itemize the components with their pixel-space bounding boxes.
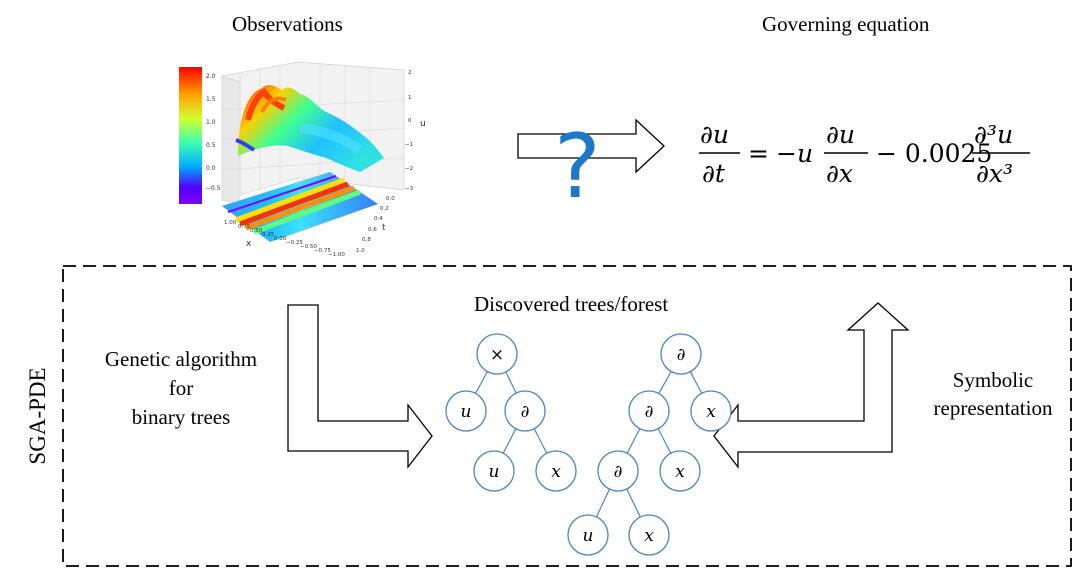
eq-t2-numerator: ∂u [826,120,855,149]
observation-plot: 2.0 1.5 1.0 0.5 0.0 −0.5 [179,61,426,258]
tree2-llr-label: x [644,526,654,546]
u-tick: −3 [405,186,414,192]
colorbar [179,67,202,204]
tree2-left-node [628,390,670,432]
tree2-lll-label: u [583,526,594,546]
eq-t3-denominator: ∂x³ [976,159,1013,188]
governing-equation-title: Governing equation [762,12,930,36]
t-tick: 0.0 [386,196,395,202]
x-tick: −0.75 [314,248,331,254]
u-tick: 2 [408,70,412,76]
x-tick: −0.25 [286,240,303,246]
tree2-left-label: ∂ [645,402,654,422]
eq-equals: = [748,139,769,168]
tree1-left-node [445,390,487,432]
colorbar-tick: −0.5 [206,185,221,192]
tree1-rl-node [473,450,515,492]
t-tick: 0.4 [374,216,383,222]
colorbar-tick: 0.0 [206,165,216,172]
axis-u-label: u [420,119,426,129]
x-tick: 0.00 [274,236,287,242]
t-tick: 0.2 [380,206,389,212]
left-label-line-3: binary trees [131,405,231,429]
axis-x-label: x [246,239,252,249]
tree1-right-label: ∂ [521,402,530,422]
tree2-root-label: ∂ [677,345,686,365]
u-tick: 1 [408,95,412,101]
eq-lhs-numerator: ∂u [700,120,729,149]
left-label-line-1: Genetic algorithm [104,347,258,371]
tree1-rr-node [535,450,577,492]
tree2-right-label: x [706,402,716,422]
sga-pde-label: SGA-PDE [25,367,50,464]
colorbar-tick: 0.5 [206,142,216,149]
tree2-lr-label: x [675,462,685,482]
x-tick: 1.00 [224,220,237,226]
tree2-lll-node [567,514,609,556]
right-label: Symbolic representation [918,366,1068,422]
x-tick: −1.00 [328,252,345,258]
colorbar-tick: 1.0 [206,119,216,126]
x-tick: 0.25 [262,232,275,238]
t-tick: 0.8 [362,237,371,243]
tree-2 [587,353,712,536]
hollow-right-arrow [517,118,665,174]
axis-t-label: t [382,223,386,233]
tree1-rl-label: u [489,462,500,482]
x-tick: 0.50 [250,228,263,234]
right-l-arrow [713,302,910,469]
eq-t3-numerator: ∂³u [974,120,1013,149]
eq-lhs-denominator: ∂t [702,159,726,188]
right-label-line-2: representation [933,396,1053,420]
question-mark: ? [554,115,601,218]
left-label: Genetic algorithm for binary trees [86,345,276,432]
floor-bands [235,177,361,235]
tree1-right-node [504,390,546,432]
sga-pde-dashed-box [62,265,1072,567]
tree2-lr-node [659,450,701,492]
tree2-right-node [690,390,732,432]
t-tick: 0.6 [368,227,377,233]
right-label-line-1: Symbolic [952,368,1034,392]
forest-title: Discovered trees/forest [474,292,669,316]
x-tick: −0.50 [300,244,317,250]
tree1-rr-label: x [551,462,561,482]
governing-equation: ∂u ∂t = −u ∂u ∂x − 0.0025 ∂³u ∂x³ [699,120,1030,188]
tree1-left-label: u [461,402,472,422]
u-tick: −2 [405,166,413,172]
tree2-llr-node [628,514,670,556]
eq-minus-u: −u [776,139,813,168]
tree2-root-node [660,333,702,375]
tree1-root-label: × [490,345,504,365]
tree1-root-node [476,333,518,375]
tree2-ll-label: ∂ [614,462,623,482]
eq-t2-denominator: ∂x [826,159,853,188]
u-tick: 0 [408,118,412,124]
observations-title: Observations [232,12,343,36]
u-tick: −1 [405,142,413,148]
colorbar-tick: 1.5 [206,96,216,103]
x-tick: 0.75 [238,224,251,230]
tree2-ll-node [597,450,639,492]
left-label-line-2: for [168,376,194,400]
left-l-arrow [287,304,433,469]
colorbar-tick: 2.0 [206,73,216,80]
t-tick: 1.0 [356,248,365,254]
